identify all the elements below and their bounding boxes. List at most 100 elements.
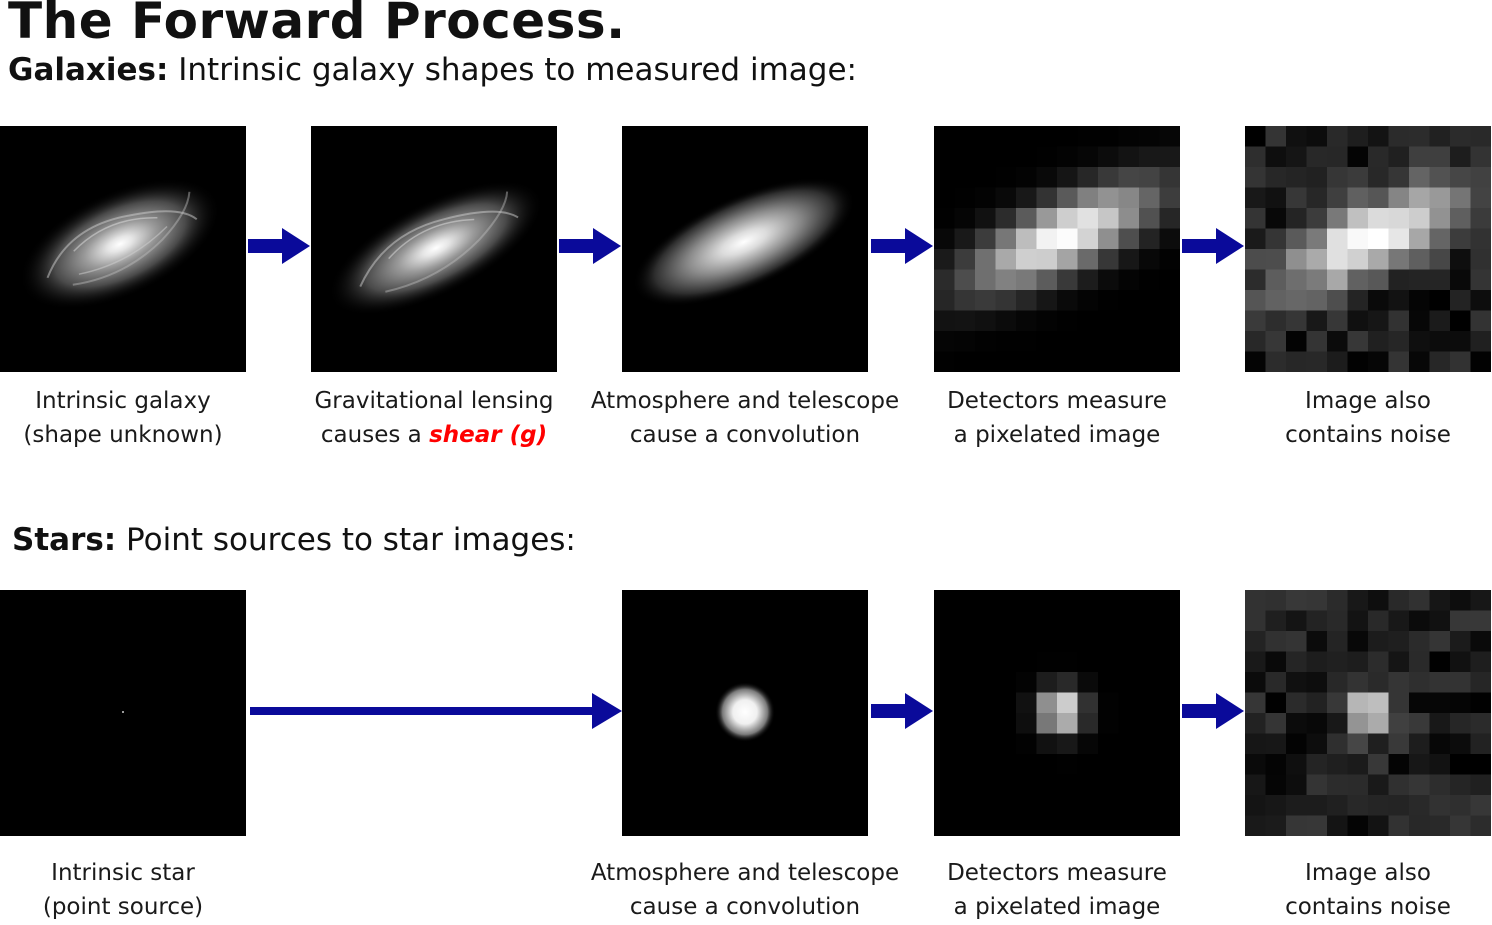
pixel-cell: [1286, 208, 1307, 229]
pixel-cell: [1470, 631, 1491, 652]
pixel-cell: [1368, 651, 1389, 673]
caption-intrinsic-star: Intrinsic star (point source): [0, 856, 293, 924]
pixel-cell: [1368, 672, 1389, 693]
pixel-cell: [1139, 351, 1160, 372]
pixel-cell: [954, 310, 976, 332]
pixel-cell: [1409, 146, 1430, 168]
pixel-cell: [1450, 754, 1471, 775]
pixel-cell: [934, 692, 955, 714]
pixel-cell: [934, 167, 955, 188]
pixel-cell: [1098, 774, 1119, 796]
pixel-cell: [1077, 672, 1099, 693]
pixel-cell: [934, 208, 955, 229]
pixel-cell: [1368, 590, 1389, 611]
caption-line: (shape unknown): [23, 422, 223, 448]
pixel-cell: [1388, 269, 1410, 291]
pixel-cell: [1159, 187, 1180, 209]
pixel-cell: [1098, 672, 1119, 693]
pixel-cell: [1388, 713, 1410, 734]
pixel-cell: [1118, 208, 1140, 229]
pixel-cell: [954, 610, 976, 632]
pixel-cell: [954, 774, 976, 796]
pixel-cell: [1265, 733, 1287, 755]
pixel-cell: [975, 228, 996, 250]
pixel-cell: [1016, 146, 1037, 168]
pixel-cell: [1245, 351, 1266, 372]
pixel-cell: [1429, 310, 1451, 332]
pixel-cell: [1450, 351, 1471, 372]
pixel-cell: [954, 228, 976, 250]
pixel-cell: [1098, 610, 1119, 632]
pixel-cell: [1118, 754, 1140, 775]
pixel-cell: [1139, 815, 1160, 836]
pixel-cell: [1286, 310, 1307, 332]
pixel-cell: [1347, 754, 1369, 775]
pixel-cell: [1057, 754, 1078, 775]
pixel-cell: [934, 187, 955, 209]
caption-noise: Image also contains noise: [1198, 384, 1492, 452]
pixel-cell: [1470, 310, 1491, 332]
pixel-cell: [1245, 733, 1266, 755]
pixel-cell: [1098, 126, 1119, 147]
pixel-cell: [1388, 692, 1410, 714]
pixel-cell: [1077, 228, 1099, 250]
pixel-cell: [1388, 672, 1410, 693]
pixel-cell: [1016, 590, 1037, 611]
pixel-cell: [1306, 290, 1328, 311]
pixel-cell: [1118, 692, 1140, 714]
pixel-cell: [934, 754, 955, 775]
pixel-cell: [1450, 331, 1471, 352]
pixel-cell: [1098, 187, 1119, 209]
pixel-cell: [1159, 208, 1180, 229]
pixel-cell: [934, 733, 955, 755]
pixel-cell: [1327, 651, 1348, 673]
pixel-cell: [1118, 795, 1140, 816]
pixel-cell: [1265, 610, 1287, 632]
pixel-cell: [1016, 208, 1037, 229]
pixel-cell: [934, 795, 955, 816]
pixel-cell: [1036, 187, 1058, 209]
pixel-cell: [1057, 351, 1078, 372]
pixel-cell: [1098, 167, 1119, 188]
pixel-cell: [1118, 631, 1140, 652]
pixel-cell: [1098, 815, 1119, 836]
pixel-cell: [1159, 310, 1180, 332]
pixel-cell: [1265, 146, 1287, 168]
pixel-cell: [1450, 269, 1471, 291]
pixel-cell: [1306, 126, 1328, 147]
pixel-cell: [1470, 351, 1491, 372]
pixel-cell: [1368, 351, 1389, 372]
pixel-cell: [1036, 126, 1058, 147]
pixel-cell: [1286, 590, 1307, 611]
pixel-cell: [975, 146, 996, 168]
pixel-cell: [1368, 290, 1389, 311]
pixel-cell: [1409, 290, 1430, 311]
caption-line: cause a convolution: [629, 422, 861, 448]
pixel-cell: [1159, 146, 1180, 168]
pixel-cell: [1159, 733, 1180, 755]
pixel-cell: [1077, 692, 1099, 714]
pixel-cell: [1098, 713, 1119, 734]
pixel-cell: [1118, 167, 1140, 188]
pixel-cell: [1016, 228, 1037, 250]
pixel-cell: [995, 167, 1017, 188]
pixel-cell: [934, 126, 955, 147]
pixel-cell: [954, 208, 976, 229]
pixel-cell: [1388, 290, 1410, 311]
pixel-cell: [1118, 590, 1140, 611]
pixel-cell: [1450, 815, 1471, 836]
pixel-cell: [1470, 754, 1491, 775]
pixel-cell: [1036, 610, 1058, 632]
pixel-cell: [1368, 269, 1389, 291]
pixel-cell: [1368, 631, 1389, 652]
pixel-cell: [1388, 249, 1410, 270]
pixel-cell: [1286, 692, 1307, 714]
pixel-cell: [1429, 208, 1451, 229]
pixel-cell: [995, 146, 1017, 168]
pixel-cell: [1368, 692, 1389, 714]
pixel-cell: [1159, 269, 1180, 291]
pixel-cell: [1429, 126, 1451, 147]
pixel-cell: [1470, 228, 1491, 250]
pixel-cell: [995, 631, 1017, 652]
pixel-cell: [934, 351, 955, 372]
